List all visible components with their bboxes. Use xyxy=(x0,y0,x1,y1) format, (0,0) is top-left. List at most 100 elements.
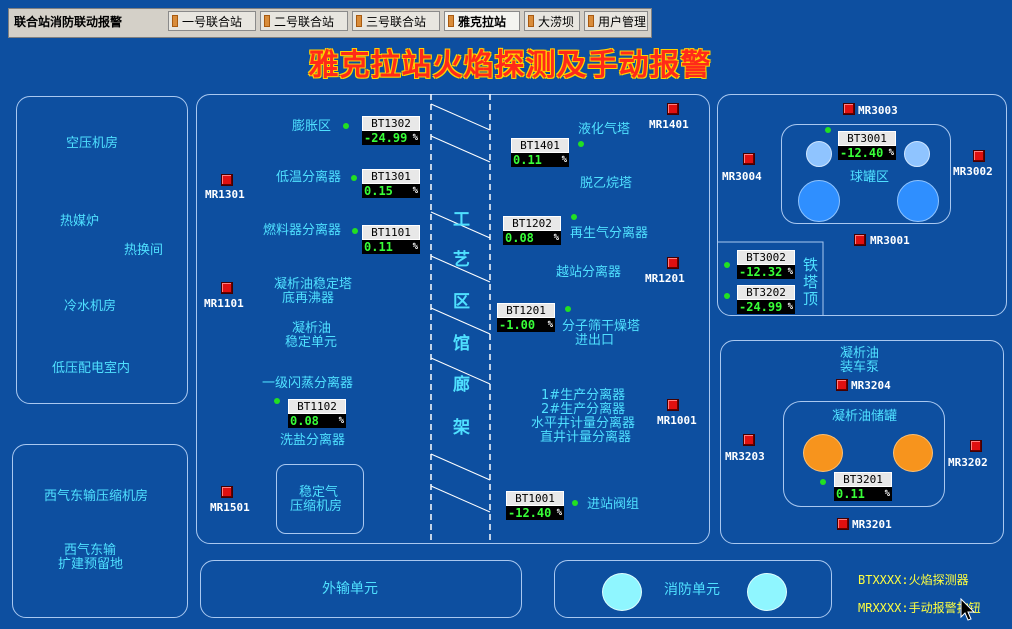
legend-manual-alarm: MRXXXX:手动报警按钮 xyxy=(858,601,981,615)
sphere-tank-box xyxy=(781,124,951,224)
alarm-label-mr3204: MR3204 xyxy=(851,379,891,392)
label-heat-exchange-room: 热换间 xyxy=(124,243,164,258)
condensate-area-panel xyxy=(720,340,1004,544)
status-dot xyxy=(571,214,577,220)
detector-bt3002[interactable]: BT3002-12.32% xyxy=(737,250,795,279)
alarm-button-mr3204[interactable] xyxy=(836,379,848,391)
sphere-tank-small-left xyxy=(806,141,832,167)
alarm-button-mr1101[interactable] xyxy=(221,282,233,294)
tab-yakela[interactable]: 雅克拉站 xyxy=(444,11,520,31)
corridor-char-4: 馆 xyxy=(453,334,470,354)
detector-bt3001[interactable]: BT3001-12.40% xyxy=(838,131,896,160)
tab-icon xyxy=(264,15,270,27)
status-dot xyxy=(343,123,349,129)
alarm-button-mr1001[interactable] xyxy=(667,399,679,411)
alarm-label-mr1401: MR1401 xyxy=(649,118,689,131)
corridor-char-5: 廊 xyxy=(453,375,470,395)
detector-bt3202[interactable]: BT3202-24.99% xyxy=(737,285,795,314)
label-reserved-land: 扩建预留地 xyxy=(58,557,124,572)
alarm-button-mr3004[interactable] xyxy=(743,153,755,165)
label-inlet-valve-group: 进站阀组 xyxy=(587,497,640,512)
status-dot xyxy=(274,398,280,404)
tab-station-3[interactable]: 三号联合站 xyxy=(352,11,440,31)
label-flash-separator: 一级闪蒸分离器 xyxy=(262,376,354,391)
compressor-room-box xyxy=(276,464,364,534)
sphere-tank-large-left xyxy=(798,180,840,222)
export-unit-panel xyxy=(200,560,522,618)
status-dot xyxy=(351,175,357,181)
tab-icon xyxy=(172,15,178,27)
detector-bt1001[interactable]: BT1001-12.40% xyxy=(506,491,564,520)
alarm-button-mr3002[interactable] xyxy=(973,150,985,162)
tower-top-divider xyxy=(717,241,824,316)
alarm-label-mr3201: MR3201 xyxy=(852,518,892,531)
label-low-temp-separator: 低温分离器 xyxy=(276,170,342,185)
tab-icon xyxy=(356,15,362,27)
status-dot xyxy=(565,306,571,312)
status-dot xyxy=(724,262,730,268)
label-low-voltage-room: 低压配电室内 xyxy=(52,361,131,376)
sphere-area-panel xyxy=(717,94,1007,316)
alarm-label-mr3001: MR3001 xyxy=(870,234,910,247)
label-stable-gas: 稳定气 xyxy=(299,485,339,500)
app-title: 联合站消防联动报警 xyxy=(14,15,123,29)
alarm-label-mr1001: MR1001 xyxy=(657,414,697,427)
legend-detector: BTXXXX:火焰探测器 xyxy=(858,573,969,587)
alarm-label-mr1101: MR1101 xyxy=(204,297,244,310)
status-dot xyxy=(352,228,358,234)
label-air-compressor-room: 空压机房 xyxy=(66,136,119,151)
left-panel-upper xyxy=(16,96,188,404)
label-reboiler: 底再沸器 xyxy=(282,291,335,306)
label-production-separator-1: 1#生产分离器 xyxy=(541,388,626,403)
alarm-button-mr1401[interactable] xyxy=(667,103,679,115)
alarm-button-mr1301[interactable] xyxy=(221,174,233,186)
tab-icon xyxy=(448,15,454,27)
detector-bt1302[interactable]: BT1302-24.99% xyxy=(362,116,420,145)
alarm-button-mr3202[interactable] xyxy=(970,440,982,452)
fire-unit-panel xyxy=(554,560,832,618)
alarm-button-mr3203[interactable] xyxy=(743,434,755,446)
alarm-label-mr3202: MR3202 xyxy=(948,456,988,469)
alarm-label-mr3203: MR3203 xyxy=(725,450,765,463)
label-bypass-separator: 越站分离器 xyxy=(556,265,622,280)
corridor-char-2: 艺 xyxy=(453,250,470,270)
label-deethanizer: 脱乙烷塔 xyxy=(580,176,633,191)
tab-icon xyxy=(528,15,534,27)
label-expansion-zone: 膨胀区 xyxy=(292,119,332,134)
corridor-char-1: 工 xyxy=(453,210,470,230)
label-tower-1: 铁 xyxy=(803,256,819,274)
fire-pump-left xyxy=(602,573,642,611)
alarm-label-mr1301: MR1301 xyxy=(205,188,245,201)
label-storage-tank: 凝析油储罐 xyxy=(832,409,898,424)
tab-dalaoba[interactable]: 大涝坝 xyxy=(524,11,580,31)
alarm-button-mr3001[interactable] xyxy=(854,234,866,246)
label-west-east: 西气东输 xyxy=(64,543,117,558)
storage-tank-left xyxy=(803,434,843,472)
alarm-button-mr1201[interactable] xyxy=(667,257,679,269)
alarm-button-mr3201[interactable] xyxy=(837,518,849,530)
tab-user-management[interactable]: 用户管理 xyxy=(584,11,648,31)
tab-station-1[interactable]: 一号联合站 xyxy=(168,11,256,31)
label-production-separator-2: 2#生产分离器 xyxy=(541,402,626,417)
label-horizontal-well-separator: 水平井计量分离器 xyxy=(531,416,636,431)
corridor-char-3: 区 xyxy=(453,292,470,312)
tab-station-2[interactable]: 二号联合站 xyxy=(260,11,348,31)
label-desalt-separator: 洗盐分离器 xyxy=(280,433,346,448)
detector-bt1201[interactable]: BT1201-1.00% xyxy=(497,303,555,332)
fire-pump-right xyxy=(747,573,787,611)
label-compressor-room: 压缩机房 xyxy=(290,499,343,514)
page-title: 雅克拉站火焰探测及手动报警 xyxy=(308,48,712,83)
label-sphere-area: 球罐区 xyxy=(850,170,890,185)
label-stabilization-unit: 稳定单元 xyxy=(285,335,338,350)
tab-icon xyxy=(588,15,594,27)
status-dot xyxy=(578,141,584,147)
alarm-button-mr3003[interactable] xyxy=(843,103,855,115)
alarm-button-mr1501[interactable] xyxy=(221,486,233,498)
label-west-east-compressor: 西气东输压缩机房 xyxy=(44,489,149,504)
